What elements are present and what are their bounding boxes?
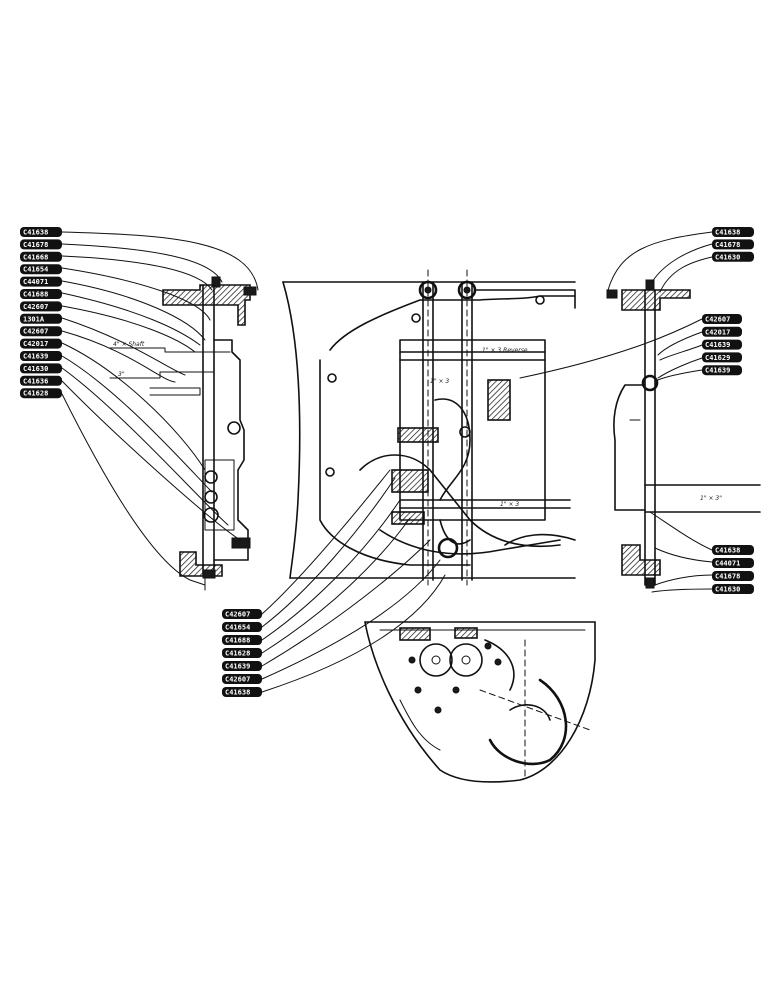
part-number-tag: C42017 <box>20 338 62 349</box>
part-number-tag: C42607 <box>20 326 62 337</box>
part-number-label: C41629 <box>705 354 730 362</box>
part-number-label: C41639 <box>23 353 48 361</box>
part-number-label: C41688 <box>225 637 250 645</box>
part-number-tag: C41628 <box>222 648 262 658</box>
right-callout-a: 1" × 3" <box>700 495 722 502</box>
center-callout-b: 1" × 3 <box>500 501 519 508</box>
part-number-label: C41639 <box>705 341 730 349</box>
part-number-label: C41630 <box>23 365 48 373</box>
part-number-label: C41654 <box>225 624 250 632</box>
part-number-tag: C41639 <box>20 351 62 361</box>
part-number-label: C41688 <box>23 291 48 299</box>
part-number-tag: C44071 <box>20 276 62 287</box>
part-number-tag: C42607 <box>20 301 62 312</box>
part-number-tag: C41630 <box>712 251 754 262</box>
part-number-tag: C42607 <box>222 674 262 684</box>
part-number-label: C41654 <box>23 266 48 274</box>
part-number-label: C41639 <box>225 663 250 671</box>
part-number-tag: C42017 <box>702 326 742 337</box>
part-number-tag: C41668 <box>20 251 62 262</box>
part-number-tag: C41636 <box>20 375 62 386</box>
part-number-label: C41630 <box>715 253 740 261</box>
part-number-tag: C41628 <box>20 388 62 399</box>
right-leader-lines <box>519 231 713 593</box>
part-number-label: 1301A <box>23 315 45 323</box>
part-number-tag: C41639 <box>222 661 262 671</box>
center-callout-a: 1" × 3 Reverse <box>482 347 528 354</box>
part-number-label: C41638 <box>225 689 250 697</box>
part-number-tag: C44071 <box>712 558 754 568</box>
part-number-label: C42607 <box>23 328 48 336</box>
part-number-label: C41678 <box>715 573 740 581</box>
part-number-tag: C41638 <box>222 687 262 697</box>
part-number-label: C41628 <box>225 650 250 658</box>
part-number-tag: C41638 <box>712 545 754 555</box>
part-number-tag: C41688 <box>20 289 62 299</box>
left-callout-a: 4" × Shaft <box>113 341 145 348</box>
part-number-tag: C41688 <box>222 635 262 645</box>
part-number-label: C41638 <box>715 547 740 555</box>
part-number-tag: C41654 <box>20 264 62 275</box>
part-number-tag: C41638 <box>712 227 754 237</box>
bottom-housing-view <box>364 621 596 783</box>
center-top-rail <box>474 289 576 309</box>
part-number-label: C41638 <box>715 229 740 237</box>
part-number-label: C42017 <box>705 328 730 336</box>
part-number-label: C42607 <box>23 303 48 311</box>
part-number-tag: C41630 <box>20 363 62 374</box>
right-linkage-assembly: 1" × 3" <box>606 279 761 589</box>
center-callout-c: 1" × 3 <box>430 378 449 385</box>
part-number-label: C42017 <box>23 340 48 348</box>
part-number-label: C41630 <box>715 586 740 594</box>
part-number-tag: C41678 <box>20 239 62 250</box>
part-number-label: C44071 <box>23 278 48 286</box>
part-number-label: C41636 <box>23 377 48 385</box>
part-number-tag: C41629 <box>702 352 742 363</box>
center-linkage-assembly: 1" × 3 Reverse 1" × 3 1" × 3 <box>282 269 576 586</box>
part-number-label: C41639 <box>705 367 730 375</box>
left-part-tags: C41638C41678C41668C41654C44071C41688C426… <box>20 227 62 399</box>
bottom-leader-lines <box>261 469 446 693</box>
part-number-tag: C42607 <box>222 609 262 619</box>
part-number-label: C41628 <box>23 390 48 398</box>
left-callout-b: 3" <box>118 371 125 378</box>
part-number-label: C42607 <box>225 676 250 684</box>
left-leader-lines <box>61 231 259 586</box>
part-number-label: C41638 <box>23 229 48 237</box>
part-number-label: C42607 <box>705 316 730 324</box>
part-number-tag: C41654 <box>222 622 262 632</box>
part-number-tag: C41639 <box>702 365 742 376</box>
part-number-label: C41668 <box>23 253 48 261</box>
part-number-tag: C41678 <box>712 571 754 581</box>
part-number-label: C41678 <box>23 241 48 249</box>
part-number-label: C42607 <box>225 611 250 619</box>
part-number-label: C44071 <box>715 560 740 568</box>
part-number-label: C41678 <box>715 241 740 249</box>
part-number-tag: C41678 <box>712 239 754 250</box>
part-number-tag: C42607 <box>702 314 742 324</box>
bottom-part-tags: C42607C41654C41688C41628C41639C42607C416… <box>222 609 262 697</box>
part-number-tag: C41630 <box>712 584 754 594</box>
part-number-tag: C41639 <box>702 339 742 350</box>
part-number-tag: 1301A <box>20 313 62 324</box>
part-number-tag: C41638 <box>20 227 62 237</box>
left-linkage-assembly: 4" × Shaft 3" <box>109 276 257 591</box>
